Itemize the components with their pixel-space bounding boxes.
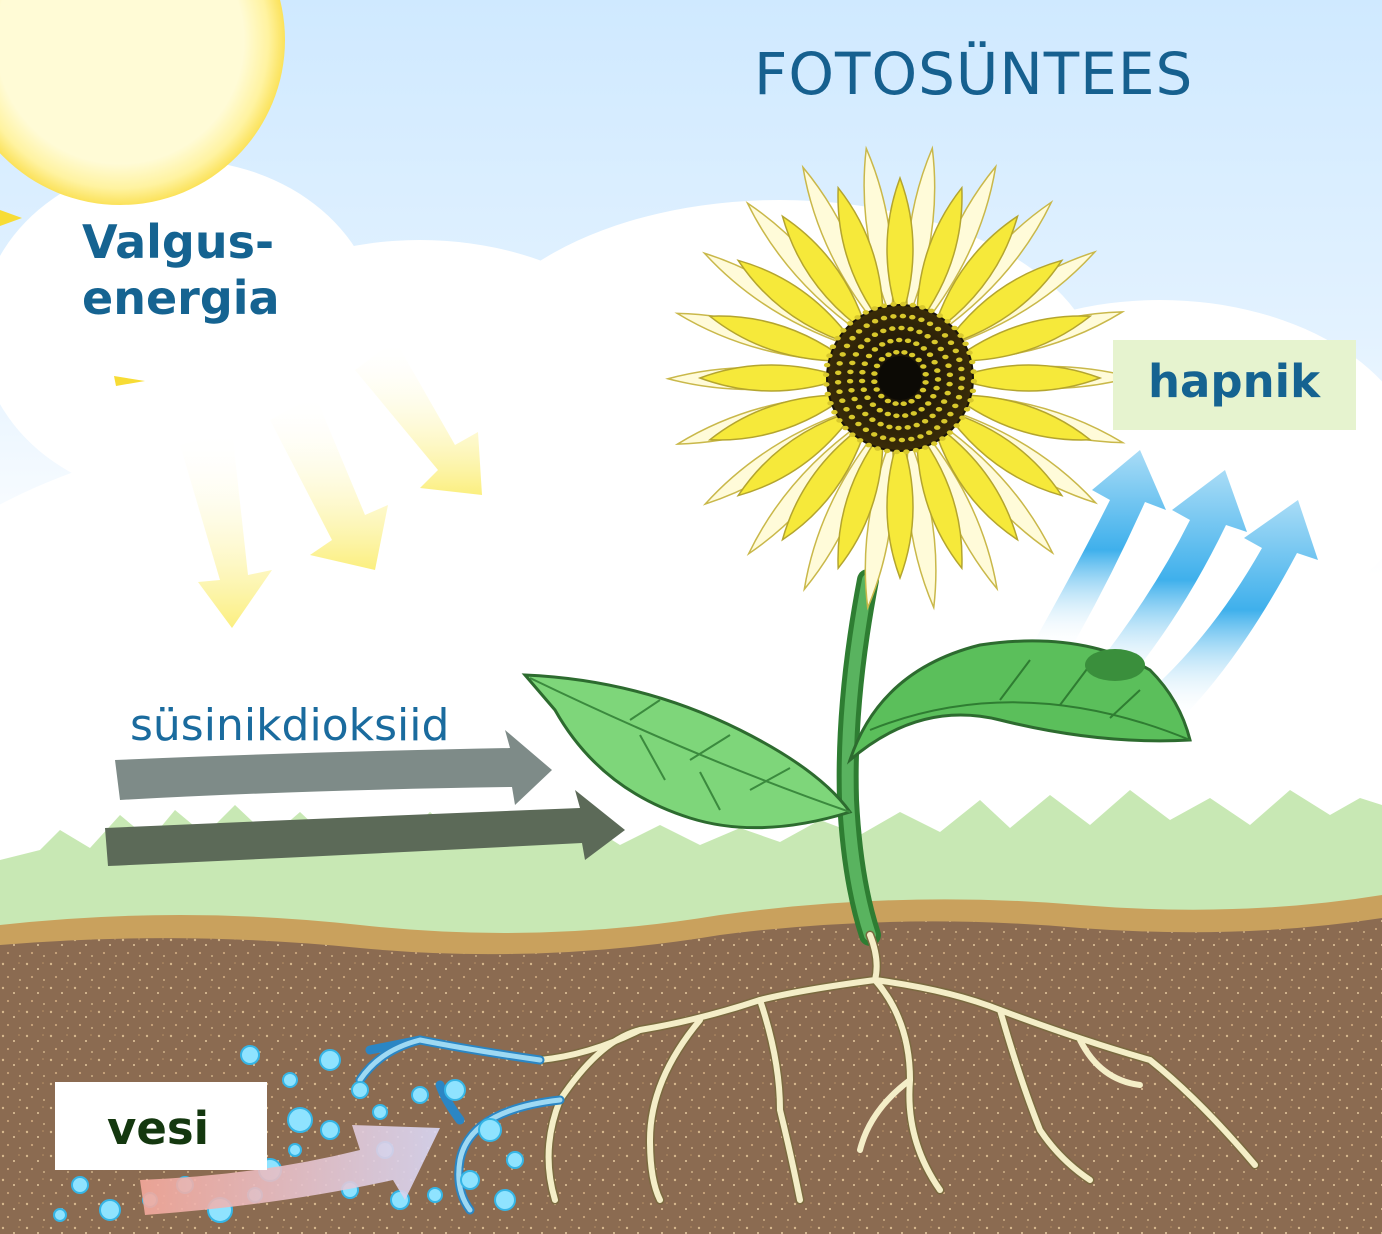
- water-label: vesi: [107, 1102, 209, 1155]
- carbon-dioxide-label: süsinikdioksiid: [130, 700, 449, 751]
- light-energy-label: Valgus- energia: [82, 214, 280, 326]
- light-energy-line-1: Valgus-: [82, 214, 280, 270]
- oxygen-label: hapnik: [1148, 355, 1320, 408]
- light-energy-line-2: energia: [82, 270, 280, 326]
- diagram-title: FOTOSÜNTEES: [754, 40, 1193, 108]
